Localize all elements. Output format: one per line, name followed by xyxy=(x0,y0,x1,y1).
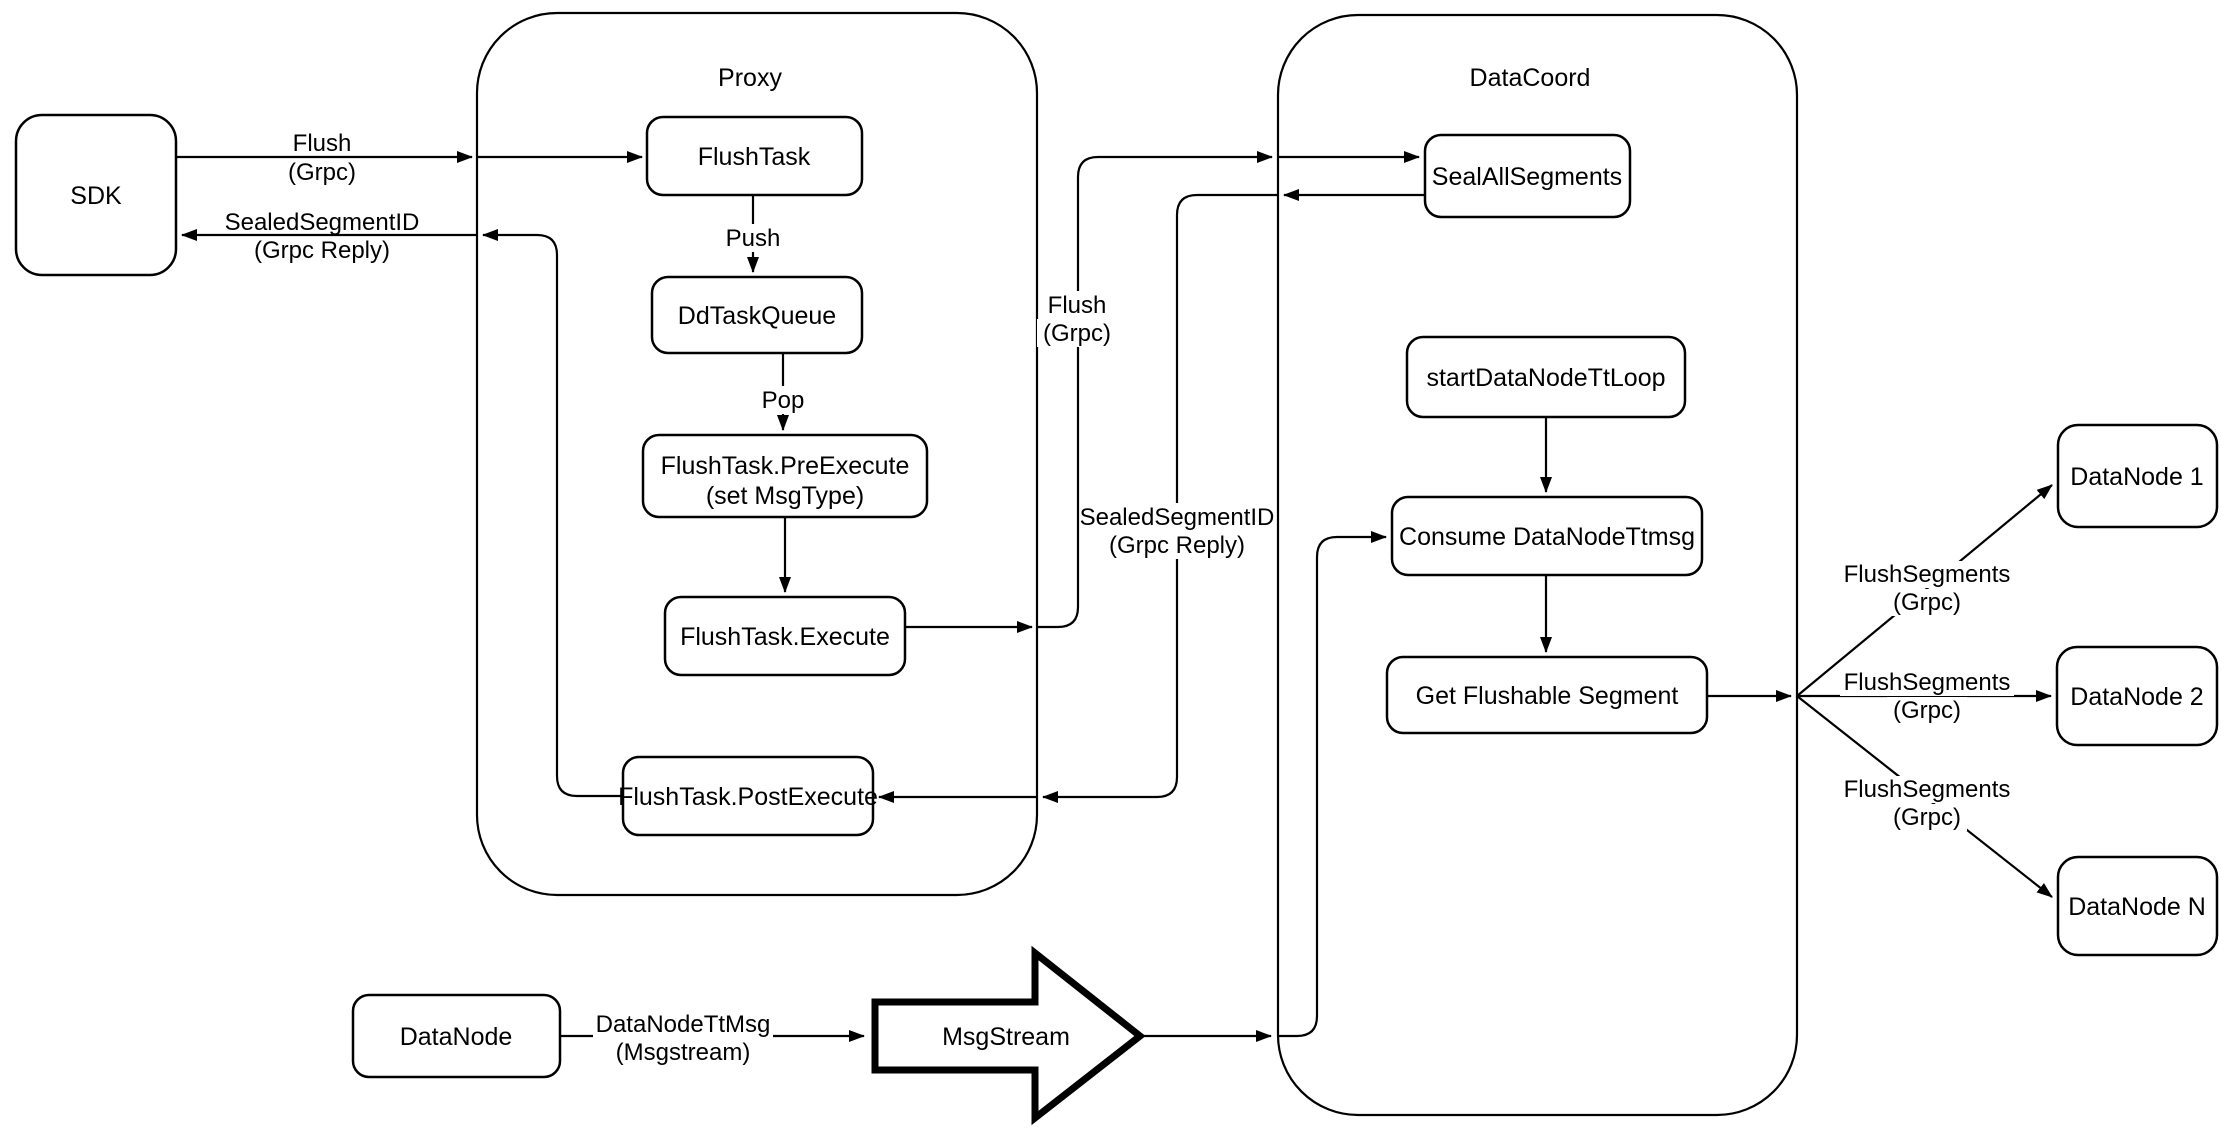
flush-mid-label-line2: (Grpc) xyxy=(1043,320,1111,347)
flushsegments3-label-bg2 xyxy=(1887,804,1967,831)
postexecute-label: FlushTask.PostExecute xyxy=(618,783,878,811)
node-consume-datanodettmsg xyxy=(1390,495,1704,577)
flush-request-label-line2: (Grpc) xyxy=(288,159,356,186)
flushsegments3-label-line1: FlushSegments xyxy=(1844,776,2011,803)
edge-proxy-to-datacoord-flush xyxy=(1037,151,1273,629)
sealed-mid-label-bg2 xyxy=(1105,531,1249,559)
datanodettmsg-label-line1: DataNodeTtMsg xyxy=(596,1011,771,1038)
labels: Proxy DataCoord SDK FlushTask DdTaskQueu… xyxy=(70,64,2205,1066)
node-datanode-2 xyxy=(2055,645,2219,747)
flushsegments2-label-bg1 xyxy=(1840,669,2014,696)
flushsegments1-label-bg1 xyxy=(1840,561,2014,588)
edge-datacoord-to-proxy-reply xyxy=(1042,193,1278,803)
proxy-title: Proxy xyxy=(718,64,782,92)
datacoord-title: DataCoord xyxy=(1470,64,1591,92)
datanodettmsg-label-line2: (Msgstream) xyxy=(616,1039,751,1066)
flushsegments1-label-bg2 xyxy=(1887,589,1967,616)
flushsegments2-label-line1: FlushSegments xyxy=(1844,669,2011,696)
edge-postexecute-to-proxy-border xyxy=(482,229,623,798)
datanode-2-label: DataNode 2 xyxy=(2070,683,2203,711)
execute-label: FlushTask.Execute xyxy=(680,623,890,651)
flush-mid-label-bg1 xyxy=(1042,291,1112,319)
flushsegments1-label-line2: (Grpc) xyxy=(1893,589,1961,616)
push-label: Push xyxy=(726,225,781,252)
node-startdatanodettloop xyxy=(1405,335,1687,419)
flushsegments3-label-line2: (Grpc) xyxy=(1893,804,1961,831)
preexecute-label: FlushTask.PreExecute xyxy=(661,452,910,480)
edge-label-backgrounds xyxy=(593,224,2014,1066)
msgstream-label: MsgStream xyxy=(942,1023,1070,1051)
edge-datacoord-border-to-consume xyxy=(1278,531,1387,1038)
preexecute-sublabel: (set MsgType) xyxy=(706,482,864,510)
sealed-reply-label-line2: (Grpc Reply) xyxy=(254,237,390,264)
node-datanode-1 xyxy=(2056,423,2219,529)
flush-request-label-line1: Flush xyxy=(293,130,352,157)
datanode-bottom-label: DataNode xyxy=(400,1023,513,1051)
sdk-label: SDK xyxy=(70,182,122,210)
node-get-flushable-segment xyxy=(1385,655,1709,735)
flushsegments3-label-bg1 xyxy=(1840,776,2014,803)
node-flushtask xyxy=(645,115,864,197)
consume-datanodettmsg-label: Consume DataNodeTtmsg xyxy=(1399,523,1695,551)
dnttmsg-label-bg1 xyxy=(593,1011,773,1038)
ddtaskqueue-label: DdTaskQueue xyxy=(678,302,836,330)
startdatanodettloop-label: startDataNodeTtLoop xyxy=(1426,364,1665,392)
node-sdk xyxy=(14,113,178,277)
proxy-container xyxy=(475,11,1039,897)
node-ddtaskqueue xyxy=(650,275,864,355)
node-flushtask-postexecute xyxy=(621,755,875,837)
msgstream-block-arrow xyxy=(871,945,1146,1126)
containers xyxy=(475,11,1799,1117)
nodes xyxy=(14,113,2219,1126)
sealed-mid-label-line2: (Grpc Reply) xyxy=(1109,532,1245,559)
node-flushtask-execute xyxy=(663,595,907,677)
dnttmsg-label-bg2 xyxy=(611,1039,755,1066)
flushsegments2-label-bg2 xyxy=(1887,697,1967,724)
push-label-bg xyxy=(721,224,785,252)
flush-mid-label-line1: Flush xyxy=(1048,292,1107,319)
flushtask-label: FlushTask xyxy=(698,143,811,171)
datacoord-container xyxy=(1276,13,1799,1117)
sealed-mid-label-line1: SealedSegmentID xyxy=(1080,504,1275,531)
node-datanode-bottom xyxy=(351,993,562,1079)
sealed-mid-label-bg1 xyxy=(1080,503,1274,531)
node-sealallsegments xyxy=(1423,133,1632,219)
datanode-1-label: DataNode 1 xyxy=(2070,463,2203,491)
datanode-n-label: DataNode N xyxy=(2068,893,2206,921)
node-flushtask-preexecute xyxy=(641,433,929,519)
flushsegments2-label-line2: (Grpc) xyxy=(1893,697,1961,724)
sealallsegments-label: SealAllSegments xyxy=(1432,163,1622,191)
get-flushable-segment-label: Get Flushable Segment xyxy=(1416,682,1679,710)
node-datanode-n xyxy=(2056,855,2219,957)
flush-mid-label-bg2 xyxy=(1037,319,1117,347)
pop-label: Pop xyxy=(762,387,805,414)
sealed-reply-label-line1: SealedSegmentID xyxy=(225,209,420,236)
pop-label-bg xyxy=(757,386,809,414)
flushsegments1-label-line1: FlushSegments xyxy=(1844,561,2011,588)
edges xyxy=(176,151,2053,1042)
